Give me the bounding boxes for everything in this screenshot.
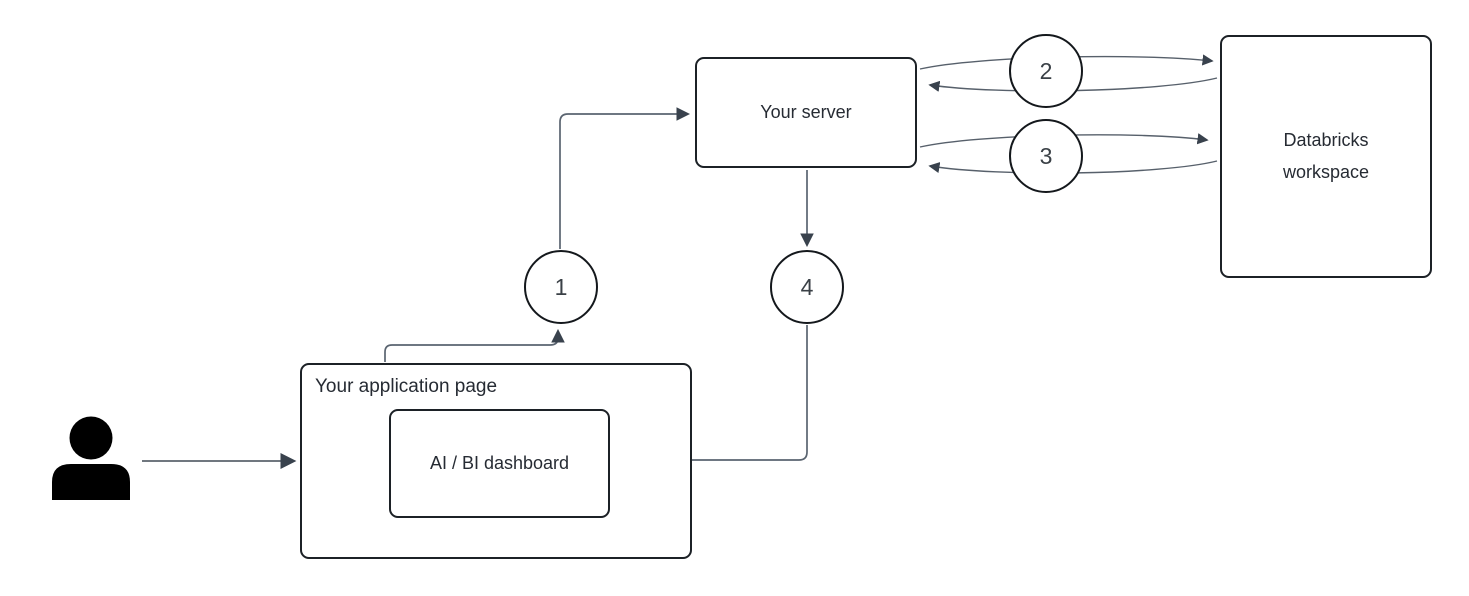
node-application-page: Your application page AI / BI dashboard [300, 363, 692, 559]
step-2-number: 2 [1039, 57, 1053, 84]
arrow-step1-to-server [559, 107, 691, 249]
application-page-label: Your application page [315, 376, 498, 397]
node-databricks-workspace: Databricks workspace [1220, 35, 1432, 278]
your-server-label: Your server [760, 102, 852, 122]
step-1-number: 1 [554, 273, 568, 300]
ai-bi-dashboard-label: AI / BI dashboard [429, 453, 570, 473]
step-4-number: 4 [800, 273, 814, 300]
step-badge-3: 3 [1009, 119, 1083, 193]
arrow-app-to-step1 [384, 328, 565, 362]
arrow-step4-to-dashboard [612, 325, 808, 467]
arrow-step2-to-server [928, 77, 1218, 92]
step-badge-4: 4 [770, 250, 844, 324]
person-icon [52, 416, 130, 500]
node-ai-bi-dashboard: AI / BI dashboard [389, 409, 610, 518]
step-badge-1: 1 [524, 250, 598, 324]
step-3-number: 3 [1039, 142, 1053, 169]
databricks-workspace-label: Databricks workspace [1282, 130, 1370, 182]
step-badge-2: 2 [1009, 34, 1083, 108]
node-your-server: Your server [695, 57, 917, 168]
